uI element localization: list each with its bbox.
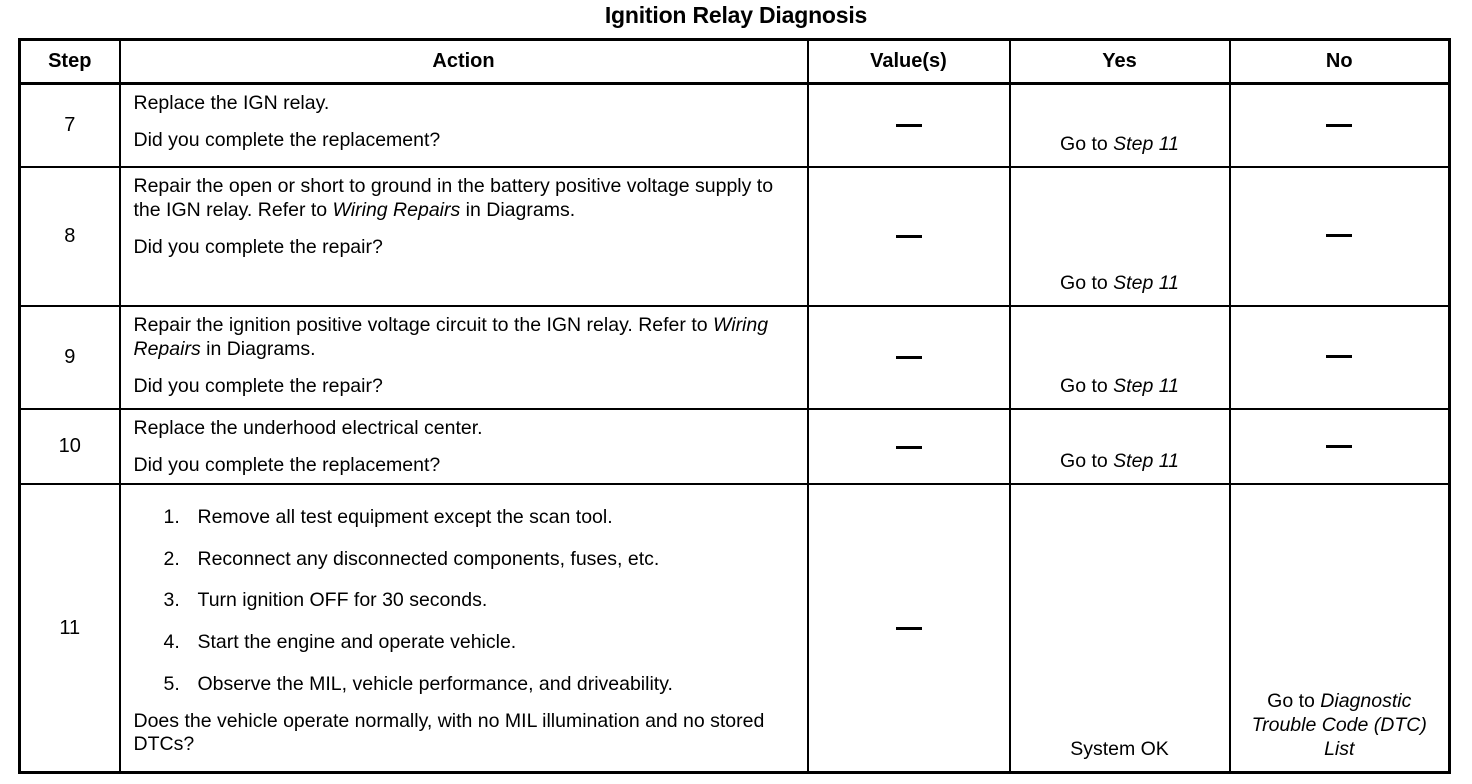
procedure-list: Remove all test equipment except the sca…	[134, 505, 799, 696]
table-row: 8 Repair the open or short to ground in …	[18, 165, 1451, 307]
action-text: Repair the ignition positive voltage cir…	[118, 304, 809, 410]
table-header-row: Step Action Value(s) Yes No	[18, 38, 1451, 85]
yes-result: Go to Step 11	[1008, 304, 1231, 410]
page-title: Ignition Relay Diagnosis	[604, 2, 868, 28]
yes-target: Step 11	[1113, 374, 1179, 397]
list-item: Start the engine and operate vehicle.	[164, 630, 517, 654]
action-question: Did you complete the replacement?	[133, 129, 441, 152]
column-header-step: Step	[18, 38, 121, 85]
yes-prefix: Go to	[1060, 132, 1114, 155]
action-question: Did you complete the replacement?	[133, 453, 441, 476]
yes-prefix: Go to	[1060, 374, 1114, 397]
no-result: Go to Diagnostic Trouble Code (DTC) List	[1228, 483, 1451, 774]
action-text: Replace the underhood electrical center.…	[118, 407, 809, 486]
action-ref-wiring-repairs: Wiring Repairs	[332, 198, 461, 221]
step-number: 8	[18, 165, 121, 307]
value-cell	[806, 165, 1011, 307]
value-cell	[806, 483, 1011, 774]
action-question: Did you complete the repair?	[133, 236, 383, 259]
no-target: Diagnostic Trouble Code (DTC) List	[1251, 690, 1427, 760]
table-row: 10 Replace the underhood electrical cent…	[18, 407, 1451, 486]
yes-prefix: Go to	[1060, 271, 1114, 294]
no-result	[1228, 304, 1451, 410]
yes-result: Go to Step 11	[1008, 165, 1231, 307]
value-cell	[806, 304, 1011, 410]
step-number: 7	[18, 82, 121, 168]
action-question: Did you complete the repair?	[133, 375, 383, 398]
action-line: Repair the open or short to ground in th…	[134, 174, 799, 223]
no-result	[1228, 82, 1451, 168]
no-result	[1228, 165, 1451, 307]
action-text: Remove all test equipment except the sca…	[118, 483, 809, 774]
action-text-a: Repair the open or short to ground in th…	[133, 174, 774, 221]
dash-icon	[1326, 355, 1353, 359]
column-header-yes: Yes	[1008, 38, 1231, 85]
action-text-b: in Diagrams.	[460, 198, 576, 221]
action-text-a: Repair the ignition positive voltage cir…	[133, 313, 713, 336]
yes-prefix: Go to	[1060, 450, 1114, 473]
table-row: 7 Replace the IGN relay. Did you complet…	[18, 82, 1451, 168]
yes-result: System OK	[1008, 483, 1231, 774]
list-item: Observe the MIL, vehicle performance, an…	[164, 672, 673, 696]
action-text: Replace the IGN relay. Did you complete …	[118, 82, 809, 168]
dash-icon	[1326, 444, 1353, 448]
dash-icon	[895, 627, 922, 631]
dash-icon	[1326, 234, 1353, 238]
dash-icon	[895, 356, 922, 360]
diagnosis-table: Step Action Value(s) Yes No 7 Replace th…	[18, 38, 1451, 774]
value-cell	[806, 82, 1011, 168]
column-header-value: Value(s)	[806, 38, 1011, 85]
action-line: Replace the IGN relay.	[133, 92, 330, 114]
action-line: Replace the underhood electrical center.	[133, 416, 483, 439]
no-result	[1228, 407, 1451, 486]
step-number: 11	[18, 483, 121, 774]
yes-target: Step 11	[1113, 132, 1179, 155]
table-row: 9 Repair the ignition positive voltage c…	[18, 304, 1451, 410]
yes-result: Go to Step 11	[1008, 407, 1231, 486]
list-item: Remove all test equipment except the sca…	[164, 505, 613, 529]
yes-target: Step 11	[1113, 271, 1179, 294]
value-cell	[806, 407, 1011, 486]
column-header-action: Action	[118, 38, 809, 85]
dash-icon	[895, 445, 922, 449]
dash-icon	[1326, 123, 1353, 127]
list-item: Reconnect any disconnected components, f…	[164, 547, 660, 571]
action-text: Repair the open or short to ground in th…	[118, 165, 809, 307]
dash-icon	[895, 124, 922, 128]
dash-icon	[895, 235, 922, 239]
table-row: 11 Remove all test equipment except the …	[18, 483, 1451, 774]
action-text-b: in Diagrams.	[200, 337, 316, 360]
step-number: 9	[18, 304, 121, 410]
yes-target: Step 11	[1113, 450, 1179, 473]
column-header-no: No	[1228, 38, 1451, 85]
no-prefix: Go to	[1267, 690, 1321, 713]
action-question: Does the vehicle operate normally, with …	[133, 710, 765, 755]
action-ref-wiring-repairs: Wiring Repairs	[133, 313, 769, 360]
action-line: Repair the ignition positive voltage cir…	[134, 313, 799, 362]
step-number: 10	[18, 407, 121, 486]
list-item: Turn ignition OFF for 30 seconds.	[164, 588, 488, 612]
yes-result: Go to Step 11	[1008, 82, 1231, 168]
